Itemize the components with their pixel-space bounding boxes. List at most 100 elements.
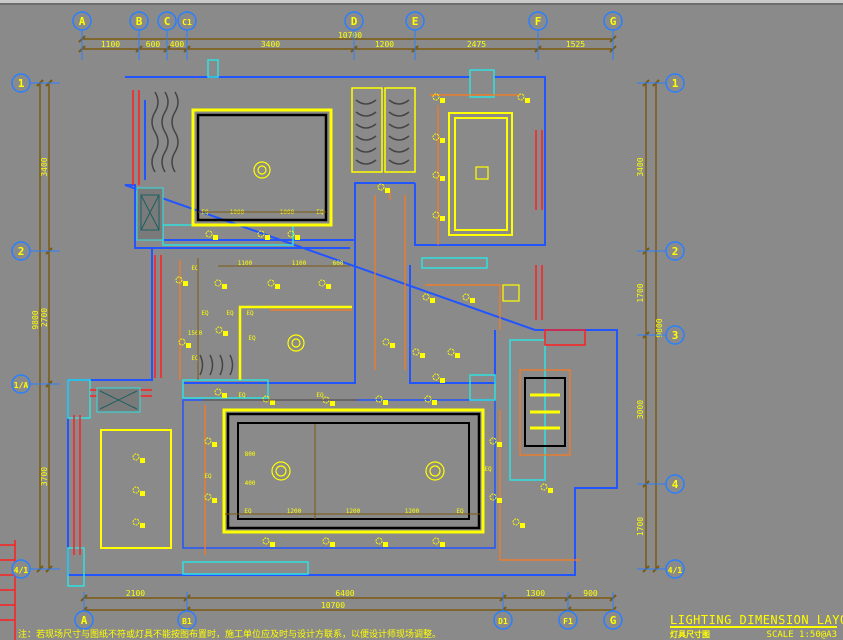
downlight-icon: [432, 400, 437, 405]
grid-bubble-label: B1: [182, 617, 192, 626]
grid-bubble-label: 1: [672, 77, 679, 90]
downlight-icon: [525, 98, 530, 103]
grid-bubble-circle: [665, 559, 685, 579]
room-dimension-label: EQ: [191, 265, 199, 272]
downlight-icon: [186, 343, 191, 348]
downlight-ring: [432, 171, 440, 179]
downlight-ring: [432, 537, 440, 545]
grid-bubble-circle: [405, 11, 425, 31]
grid-bubble: 4/1: [665, 559, 685, 579]
grid-bubble: C1: [177, 11, 197, 31]
downlights: [132, 93, 553, 547]
room-dimension-label: EQ: [244, 508, 252, 515]
grid-bubble-circle: [177, 11, 197, 31]
dimension-segment: 1700: [636, 283, 645, 302]
grid-bubble-label: D1: [498, 617, 508, 626]
downlight-ring: [432, 211, 440, 219]
grid-bubble: E: [405, 11, 425, 31]
grid-bubble-label: 1: [18, 77, 25, 90]
downlight-ring: [377, 183, 385, 191]
downlight-icon: [330, 401, 335, 406]
dimension-segment: 600: [146, 40, 161, 49]
grid-bubble: 1: [11, 73, 31, 93]
room-dimension-label: EQ: [316, 392, 324, 399]
downlight-icon: [440, 98, 445, 103]
cyan-elements: [67, 59, 546, 587]
downlight-ring: [262, 537, 270, 545]
room-dimension-label: 800: [245, 451, 256, 458]
downlight-ring: [412, 348, 420, 356]
room-dimension-label: 1200: [346, 508, 361, 515]
downlight-ring: [132, 518, 140, 526]
downlight-ring: [204, 493, 212, 501]
downlight-icon: [390, 343, 395, 348]
dimension-segment: 3400: [40, 157, 49, 176]
room-dimension-label: 600: [333, 260, 344, 267]
downlight-icon: [222, 284, 227, 289]
room-dimension-label: 400: [245, 480, 256, 487]
room-dimension-label: EQ: [201, 310, 209, 317]
downlight-icon: [455, 353, 460, 358]
downlight-ring: [517, 93, 525, 101]
grid-bubble-circle: [11, 559, 31, 579]
downlight-icon: [383, 542, 388, 547]
room-dimension-label: EQ: [248, 335, 256, 342]
downlight-icon: [385, 188, 390, 193]
downlight-ring: [262, 395, 270, 403]
grid-bubble: B: [129, 11, 149, 31]
drawing-title: LIGHTING DIMENSION LAYOUT: [670, 613, 843, 627]
drawing-subtitle: 灯具尺寸图: [670, 629, 710, 639]
grid-bubble-circle: [177, 610, 197, 630]
room-dimension-label: 1100: [238, 260, 253, 267]
room-dimension-labels: EQ10001000EQ11001100600EQEQEQEQEQ1500EQE…: [188, 209, 492, 519]
grid-bubble: D: [344, 11, 364, 31]
dimension-segment: 2700: [40, 308, 49, 327]
grid-bubble-label: F: [535, 15, 542, 28]
downlight-icon: [212, 442, 217, 447]
grid-bubble: A: [72, 11, 92, 31]
room-dimension-label: 1500: [188, 330, 203, 337]
downlight-icon: [270, 400, 275, 405]
dimension-segment: 3700: [40, 467, 49, 486]
downlight-ring: [132, 453, 140, 461]
red-elements: [0, 90, 586, 640]
downlight-ring: [512, 518, 520, 526]
downlight-ring: [204, 437, 212, 445]
downlight-ring: [132, 486, 140, 494]
room-dimension-label: EQ: [484, 466, 492, 473]
grid-bubble-label: 1/A: [14, 381, 29, 390]
downlight-icon: [140, 523, 145, 528]
grid-bubble-circle: [603, 11, 623, 31]
downlight-icon: [295, 235, 300, 240]
drawing-scale: SCALE 1:50@A3: [767, 630, 837, 640]
downlight-ring: [382, 338, 390, 346]
downlight-ring: [205, 230, 213, 238]
grid-bubble: 4/1: [11, 559, 31, 579]
room-dimension-label: EQ: [238, 392, 246, 399]
downlight-icon: [440, 378, 445, 383]
dimension-segment: 3400: [261, 40, 280, 49]
room-dimension-label: 1100: [292, 260, 307, 267]
dimension-segment: 3000: [636, 400, 645, 419]
downlight-ring: [489, 493, 497, 501]
downlight-icon: [330, 542, 335, 547]
downlight-ring: [178, 338, 186, 346]
downlight-ring: [318, 279, 326, 287]
grid-bubble-circle: [665, 325, 685, 345]
downlight-icon: [440, 138, 445, 143]
grid-bubble-label: G: [610, 15, 617, 28]
grid-bubble-circle: [72, 11, 92, 31]
downlight-icon: [440, 176, 445, 181]
grid-bubble: 4: [665, 474, 685, 494]
downlight-icon: [140, 491, 145, 496]
downlight-icon: [212, 498, 217, 503]
grid-bubble: D1: [493, 610, 513, 630]
grid-bubble-label: C1: [182, 18, 192, 27]
downlight-icon: [265, 235, 270, 240]
downlight-icon: [430, 298, 435, 303]
dimension-segment: 400: [170, 40, 185, 49]
dimension-overall-right: 9800: [655, 318, 664, 337]
